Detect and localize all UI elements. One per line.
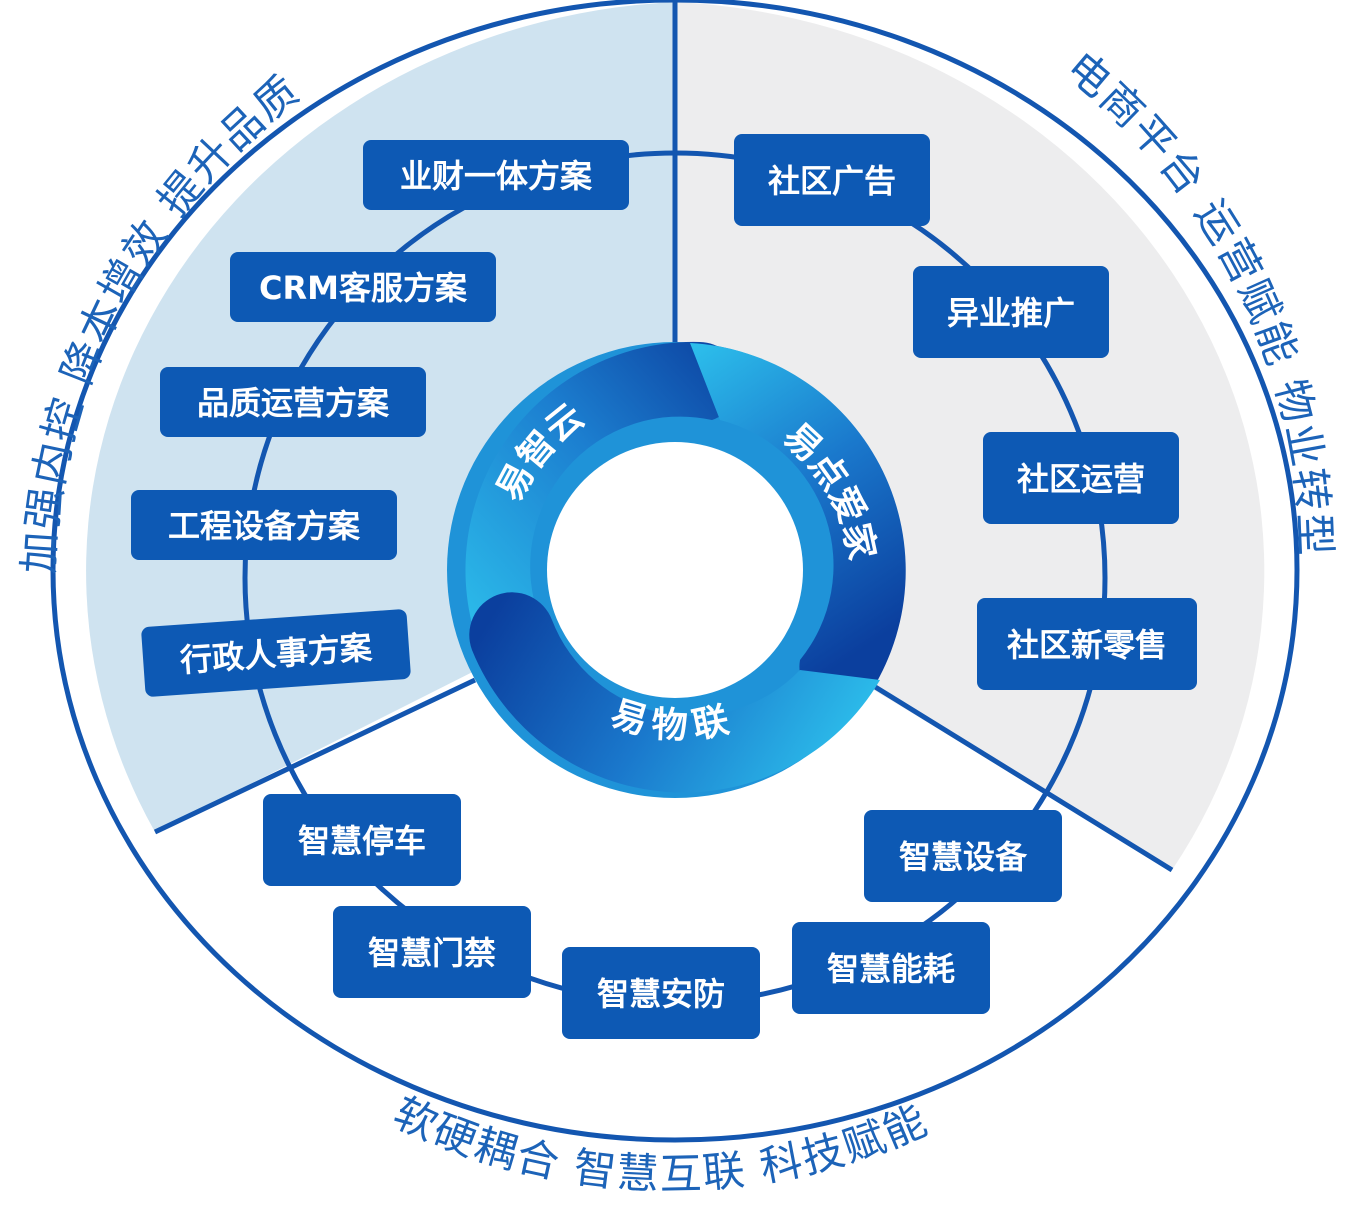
divider-left	[153, 677, 477, 835]
node-bottom-1: 智慧门禁	[333, 906, 531, 998]
node-left-3-label: 工程设备方案	[168, 507, 361, 545]
node-bottom-0: 智慧停车	[263, 794, 461, 886]
node-bottom-2: 智慧安防	[562, 947, 760, 1039]
node-bottom-4: 智慧设备	[864, 810, 1062, 902]
core-segment-yiwulian-shape	[469, 592, 880, 793]
node-right-2: 社区运营	[983, 432, 1179, 524]
divider-right	[870, 682, 1174, 873]
node-right-3: 社区新零售	[977, 598, 1197, 690]
node-bottom-2-label: 智慧安防	[597, 975, 725, 1013]
node-left-0-label: 业财一体方案	[400, 157, 593, 195]
core-segment-yizhiyun-shape	[465, 341, 740, 650]
node-right-0: 社区广告	[734, 134, 930, 226]
node-left-1-label: CRM客服方案	[259, 269, 468, 307]
node-left-2: 品质运营方案	[160, 367, 426, 437]
node-right-3-label: 社区新零售	[1007, 626, 1167, 664]
node-left-3: 工程设备方案	[131, 490, 397, 560]
node-right-0-label: 社区广告	[768, 162, 896, 200]
node-bottom-3: 智慧能耗	[792, 922, 990, 1014]
node-bottom-4-label: 智慧设备	[899, 838, 1028, 876]
core-segment-yidian-shape	[690, 343, 906, 707]
node-bottom-1-label: 智慧门禁	[368, 934, 496, 972]
node-left-4: 行政人事方案	[141, 609, 411, 697]
node-bottom-3-label: 智慧能耗	[827, 950, 955, 988]
node-left-2-label: 品质运营方案	[197, 384, 390, 422]
node-bottom-0-label: 智慧停车	[298, 822, 426, 860]
node-right-2-label: 社区运营	[1017, 460, 1145, 498]
core-ring-hole	[547, 442, 803, 698]
slogan-bottom: 软硬耦合 智慧互联 科技赋能	[386, 1088, 935, 1199]
node-right-1-label: 异业推广	[947, 294, 1075, 332]
outer-circle	[50, 0, 1300, 1143]
node-left-0: 业财一体方案	[363, 140, 629, 210]
node-right-1: 异业推广	[913, 266, 1109, 358]
node-left-1: CRM客服方案	[230, 252, 496, 322]
core-ring: 易智云 易点爱家 易物联	[447, 341, 906, 798]
